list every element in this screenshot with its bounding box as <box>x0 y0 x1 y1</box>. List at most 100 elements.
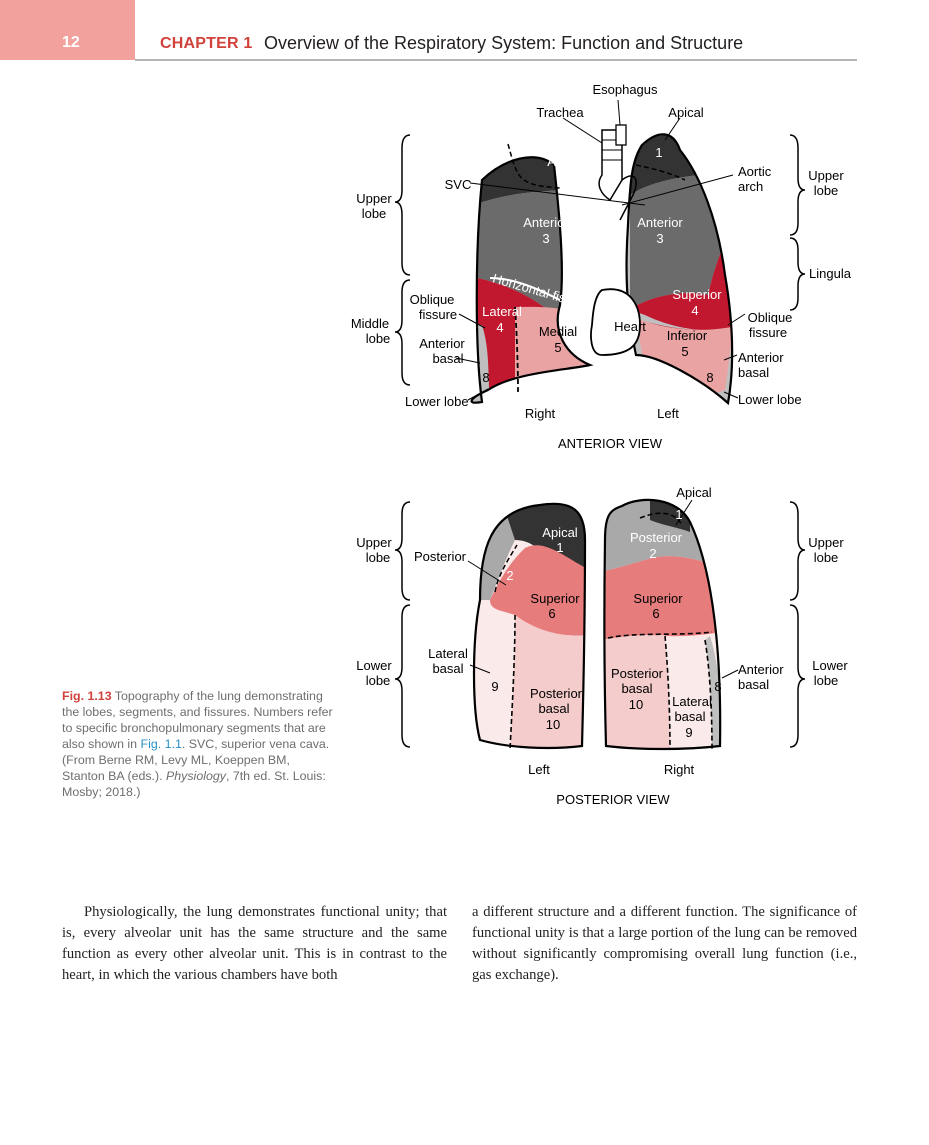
label-heart: Heart <box>614 319 646 334</box>
figure-reference-link[interactable]: Fig. 1.1 <box>140 737 182 751</box>
seg-l-anterior-name: Anterior <box>637 215 683 230</box>
seg-pr-posterior-basal-2: basal <box>621 681 652 696</box>
label-esophagus: Esophagus <box>592 82 658 97</box>
label-p-upper-lobe-r1: Upper <box>808 535 844 550</box>
label-anterior-basal-r2: basal <box>432 351 463 366</box>
label-lower-lobe-l: Lower lobe <box>738 392 802 407</box>
label-oblique-fissure-l2: fissure <box>749 325 787 340</box>
seg-r-lateral-num: 4 <box>496 320 503 335</box>
label-right-posterior: Right <box>664 762 695 777</box>
anterior-left-lung <box>626 134 733 404</box>
segment-pr-posterior-basal <box>604 635 670 749</box>
label-oblique-fissure-r1: Oblique <box>410 292 455 307</box>
aortic-arch-structure <box>619 175 637 221</box>
seg-l-superior-num: 4 <box>691 303 698 318</box>
label-p-upper-lobe-l1: Upper <box>356 535 392 550</box>
seg-r-medial-num: 5 <box>554 340 561 355</box>
label-p-lateral-basal-2: basal <box>432 661 463 676</box>
seg-pl-posterior-basal-1: Posterior <box>530 686 583 701</box>
seg-r-apical-name: Apical <box>547 154 583 169</box>
label-left-posterior: Left <box>528 762 550 777</box>
seg-l-superior-name: Superior <box>672 287 722 302</box>
label-p-upper-lobe-l2: lobe <box>366 550 391 565</box>
label-p-lateral-basal-1: Lateral <box>428 646 468 661</box>
label-upper-lobe-l2: lobe <box>362 206 387 221</box>
lung-diagram: Esophagus Trachea Apical SVC Aortic arch… <box>351 82 852 807</box>
esophagus-structure <box>615 124 627 146</box>
label-upper-lobe-r1: Upper <box>808 168 844 183</box>
label-right-anterior: Right <box>525 406 556 421</box>
seg-l-anterior-num: 3 <box>656 231 663 246</box>
label-anterior-basal-r1: Anterior <box>419 336 465 351</box>
body-column-right: a different structure and a different fu… <box>472 902 857 986</box>
label-left-anterior: Left <box>657 406 679 421</box>
page-number: 12 <box>62 34 80 51</box>
seg-r-medial-name: Medial <box>539 324 577 339</box>
posterior-view-title: POSTERIOR VIEW <box>556 792 670 807</box>
label-lower-lobe-r: Lower lobe <box>405 394 469 409</box>
label-lingula: Lingula <box>809 266 852 281</box>
caption-journal: Physiology <box>166 769 226 783</box>
anterior-view-title: ANTERIOR VIEW <box>558 436 663 451</box>
seg-l-inferior-name: Inferior <box>667 328 708 343</box>
header-rule <box>135 59 857 61</box>
seg-pr-superior-name: Superior <box>633 591 683 606</box>
segment-l-basal <box>640 390 733 404</box>
caption-text-3: , 7th ed. St. Louis: Mosby; 2018.) <box>62 769 326 799</box>
seg-pr-lateral-basal-num: 9 <box>685 725 692 740</box>
seg-pl-apical-num: 1 <box>556 540 563 555</box>
chapter-label: CHAPTER 1 <box>160 35 253 52</box>
seg-pr-posterior-name: Posterior <box>630 530 683 545</box>
seg-pr-superior-num: 6 <box>652 606 659 621</box>
seg-pr-anterior-basal-num: 8 <box>714 679 721 694</box>
heart <box>590 288 641 356</box>
seg-r-anterior-num: 3 <box>542 231 549 246</box>
label-p-lower-lobe-r1: Lower <box>812 658 848 673</box>
label-upper-lobe-r2: lobe <box>814 183 839 198</box>
segment-pl-posterior-basal <box>510 615 585 748</box>
figure-caption: Fig. 1.13 Topography of the lung demonst… <box>62 688 334 800</box>
label-p-lower-lobe-l2: lobe <box>366 673 391 688</box>
lung-topography-figure: Esophagus Trachea Apical SVC Aortic arch… <box>340 70 860 820</box>
body-paragraph-right: a different structure and a different fu… <box>472 904 857 983</box>
seg-l-basal-num: 8 <box>706 370 713 385</box>
seg-r-anterior-name: Anterior <box>523 215 569 230</box>
label-anterior-basal-l1: Anterior <box>738 350 784 365</box>
seg-pl-posterior-basal-2: basal <box>538 701 569 716</box>
body-paragraph-left: Physiologically, the lung demonstrates f… <box>62 904 447 983</box>
seg-l-inferior-num: 5 <box>681 344 688 359</box>
label-middle-lobe-1: Middle <box>351 316 389 331</box>
label-anterior-basal-l2: basal <box>738 365 769 380</box>
label-p-lower-lobe-r2: lobe <box>814 673 839 688</box>
seg-pr-lateral-basal-1: Lateral <box>672 694 712 709</box>
segment-l-superior <box>630 220 733 331</box>
label-apical-callout: Apical <box>668 105 704 120</box>
segment-pr-superior <box>604 556 721 640</box>
label-p-apical-callout: Apical <box>676 485 712 500</box>
seg-pr-posterior-basal-1: Posterior <box>611 666 664 681</box>
segment-pl-superior <box>490 545 585 636</box>
seg-r-basal-num: 8 <box>482 370 489 385</box>
caption-text-2: . SVC, superior vena cava. (From Berne R… <box>62 737 330 783</box>
seg-pr-posterior-basal-num: 10 <box>629 697 643 712</box>
label-middle-lobe-2: lobe <box>366 331 391 346</box>
chapter-title: Overview of the Respiratory System: Func… <box>264 33 744 53</box>
caption-text-1: Topography of the lung demonstrating the… <box>62 689 333 751</box>
label-p-upper-lobe-r2: lobe <box>814 550 839 565</box>
seg-pl-superior-num: 6 <box>548 606 555 621</box>
label-p-lower-lobe-l1: Lower <box>356 658 392 673</box>
label-svc: SVC <box>445 177 472 192</box>
figure-number: Fig. 1.13 <box>62 689 112 703</box>
label-oblique-fissure-r2: fissure <box>419 307 457 322</box>
seg-pl-posterior-num: 2 <box>506 568 513 583</box>
label-trachea: Trachea <box>536 105 584 120</box>
label-aortic-arch-1: Aortic <box>738 164 772 179</box>
seg-pl-posterior-basal-num: 10 <box>546 717 560 732</box>
seg-pl-lateral-basal-num: 9 <box>491 679 498 694</box>
seg-pr-lateral-basal-2: basal <box>674 709 705 724</box>
label-aortic-arch-2: arch <box>738 179 763 194</box>
seg-l-apical-num: 1 <box>655 145 662 160</box>
seg-pr-apical-num: 1 <box>675 507 682 522</box>
seg-r-lateral-name: Lateral <box>482 304 522 319</box>
segment-r-apical <box>471 157 560 210</box>
